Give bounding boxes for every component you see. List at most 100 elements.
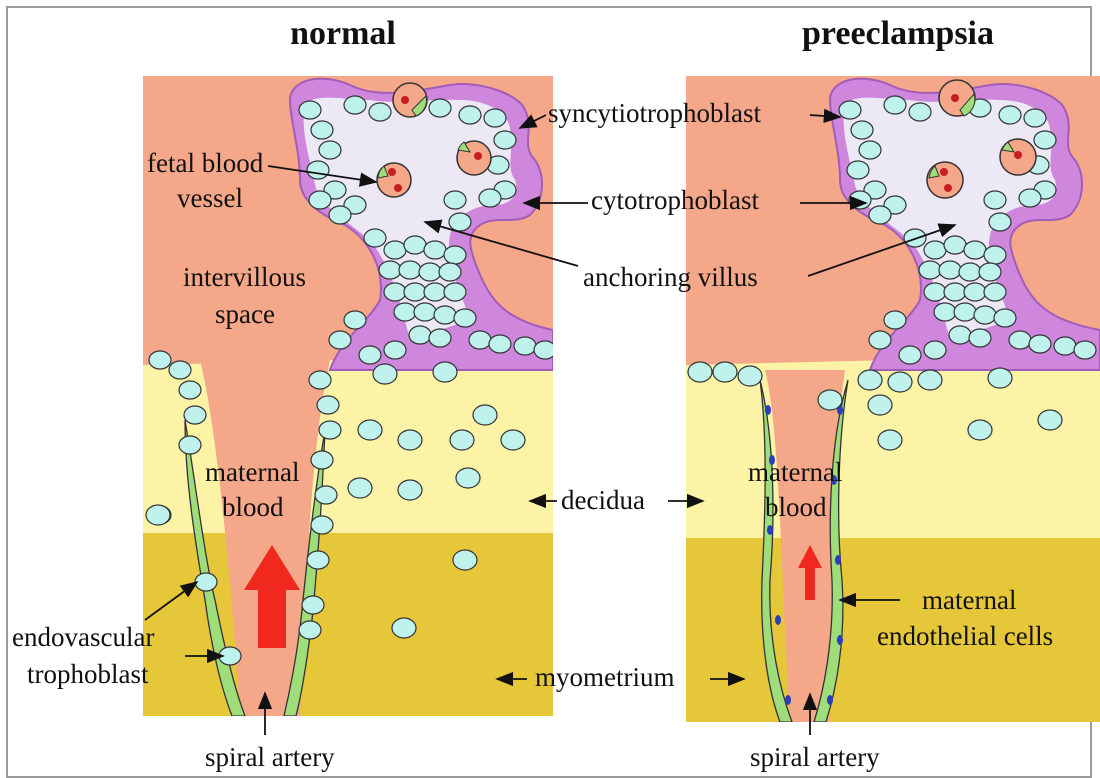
nucleus <box>765 405 771 415</box>
decidua-layer <box>143 355 553 535</box>
cell <box>954 303 976 321</box>
cell <box>433 362 457 382</box>
cell <box>344 311 366 329</box>
cell <box>919 261 941 279</box>
cell <box>311 516 333 534</box>
cell <box>394 303 416 321</box>
cell <box>1074 341 1096 359</box>
cell <box>534 341 556 359</box>
cell <box>384 241 406 259</box>
cell <box>456 468 480 488</box>
cell <box>449 213 471 231</box>
cell <box>959 263 981 281</box>
cell <box>450 430 474 450</box>
cell <box>453 550 477 570</box>
label-syncytiotrophoblast: syncytiotrophoblast <box>548 98 761 128</box>
cell <box>818 390 842 410</box>
cell <box>839 101 861 119</box>
label-vessel: vessel <box>177 183 243 213</box>
cell <box>444 246 466 264</box>
cell <box>392 618 416 638</box>
cell <box>309 371 331 389</box>
cell <box>484 109 506 127</box>
cell <box>329 331 351 349</box>
cell <box>302 596 324 614</box>
cell <box>307 161 329 179</box>
label-myometrium: myometrium <box>535 662 674 692</box>
cell <box>964 283 986 301</box>
cell <box>424 241 446 259</box>
cell <box>494 131 516 149</box>
cell <box>424 283 446 301</box>
nucleus <box>767 525 773 535</box>
normal-title: normal <box>290 15 396 52</box>
cell <box>399 261 421 279</box>
cell <box>317 396 339 414</box>
cell <box>869 331 891 349</box>
cell <box>429 329 451 347</box>
cell <box>364 229 386 247</box>
cell <box>384 341 406 359</box>
cell <box>479 189 501 207</box>
cell <box>688 362 712 382</box>
cell <box>909 103 931 121</box>
cell <box>344 96 366 114</box>
cell <box>319 141 341 159</box>
cell <box>878 430 902 450</box>
cell <box>1029 335 1051 353</box>
cell <box>169 361 191 379</box>
cell <box>299 101 321 119</box>
cell <box>1034 131 1056 149</box>
cell <box>329 206 351 224</box>
cell <box>918 370 942 390</box>
cell <box>404 283 426 301</box>
cell <box>984 283 1006 301</box>
cell <box>713 362 737 382</box>
label-trophoblast: trophoblast <box>27 659 149 689</box>
cell <box>1009 331 1031 349</box>
cell <box>924 341 946 359</box>
cell <box>859 141 881 159</box>
cell <box>999 106 1021 124</box>
cell <box>459 106 481 124</box>
cell <box>179 436 201 454</box>
label-maternal-endothelial-2: endothelial cells <box>877 621 1053 651</box>
cell <box>1019 189 1041 207</box>
cell <box>984 246 1006 264</box>
cell <box>434 306 456 324</box>
label-endovascular: endovascular <box>12 622 154 652</box>
cell <box>1038 410 1062 430</box>
cell <box>1024 109 1046 127</box>
cell <box>924 241 946 259</box>
label-maternal-endothelial-1: maternal <box>922 585 1016 615</box>
cell <box>311 121 333 139</box>
label-space: space <box>215 299 275 329</box>
cell <box>315 486 337 504</box>
cell <box>398 430 422 450</box>
cell <box>851 121 873 139</box>
cell <box>869 206 891 224</box>
label-spiral-artery-left: spiral artery <box>205 742 335 772</box>
cell <box>299 621 321 639</box>
cell <box>348 478 372 498</box>
cell <box>404 236 426 254</box>
cell <box>979 263 1001 281</box>
cell <box>311 451 333 469</box>
cell <box>384 283 406 301</box>
cell <box>1054 337 1076 355</box>
cell <box>738 366 762 386</box>
cell <box>379 261 401 279</box>
cell <box>868 395 892 415</box>
cell <box>149 351 171 369</box>
cell <box>944 283 966 301</box>
nucleus <box>835 555 841 565</box>
cell <box>968 420 992 440</box>
label-cytotrophoblast: cytotrophoblast <box>591 185 759 215</box>
cell <box>454 309 476 327</box>
cell <box>359 346 381 364</box>
cell <box>319 421 341 439</box>
cell <box>195 573 217 591</box>
cell <box>847 161 869 179</box>
cell <box>179 381 201 399</box>
label-spiral-artery-right: spiral artery <box>750 742 880 772</box>
